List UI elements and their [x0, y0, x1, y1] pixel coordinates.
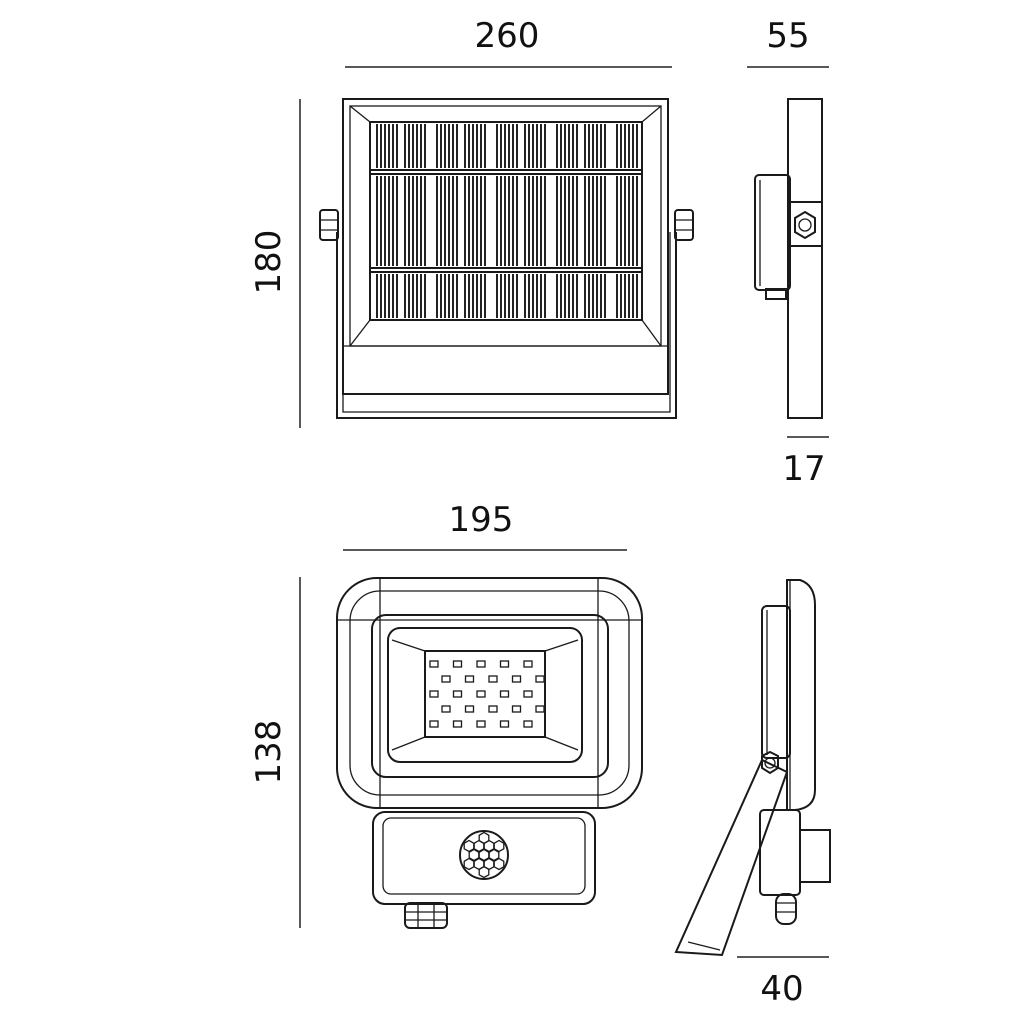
dimension-label: 40	[760, 969, 803, 1009]
sensor-box-side	[759, 809, 801, 896]
floodlight-front-view	[336, 577, 643, 929]
bracket-knob-right	[674, 209, 694, 241]
solar-cell	[524, 274, 548, 318]
sensor-lens-side	[799, 829, 831, 883]
solar-cell	[464, 274, 488, 318]
sensor-cell	[468, 848, 480, 862]
solar-cell	[614, 176, 638, 266]
solar-cell	[524, 124, 548, 168]
sensor-cell	[493, 857, 505, 871]
led-chip	[499, 690, 510, 698]
solar-cell	[494, 274, 518, 318]
cable-gland	[765, 288, 787, 300]
solar-cell	[584, 124, 608, 168]
dimension-label: 138	[249, 720, 289, 785]
dimension-195: 195	[343, 500, 627, 551]
bolt-icon	[794, 210, 816, 240]
floodlight-side-view	[674, 579, 831, 957]
led-chip	[429, 690, 439, 698]
led-chip	[523, 660, 533, 668]
dimension-138: 138	[249, 577, 301, 928]
solar-cell	[494, 176, 518, 266]
sensor-cell	[463, 839, 475, 853]
led-chip	[511, 705, 522, 713]
solar-cell	[434, 274, 458, 318]
led-chip	[499, 660, 510, 668]
solar-cell	[494, 124, 518, 168]
solar-cell	[404, 176, 428, 266]
solar-cell	[524, 176, 548, 266]
led-chip	[476, 720, 486, 728]
housing-side	[786, 579, 816, 811]
pir-sensor-icon	[459, 830, 509, 880]
dimension-17: 17	[782, 436, 829, 489]
led-chip	[476, 690, 486, 698]
bracket-knob-left	[319, 209, 339, 241]
led-chip	[441, 705, 451, 713]
bolt-icon	[761, 750, 779, 775]
led-chip	[523, 720, 533, 728]
led-chip	[429, 660, 439, 668]
led-chip	[441, 675, 451, 683]
solar-panel-side-view	[754, 98, 823, 419]
dimension-55: 55	[747, 16, 829, 68]
mounting-bracket-side	[674, 758, 789, 957]
dimension-40: 40	[737, 956, 829, 1009]
led-chip	[511, 675, 522, 683]
solar-panel-front-view	[319, 98, 694, 419]
led-chip	[452, 690, 463, 698]
solar-cell	[584, 176, 608, 266]
dimension-label: 17	[782, 449, 825, 489]
led-board	[424, 650, 546, 738]
panel-frame	[342, 98, 669, 395]
solar-cell	[404, 124, 428, 168]
led-chip	[452, 660, 463, 668]
cable-gland-side	[775, 893, 797, 925]
mounting-bracket	[336, 232, 677, 419]
dimension-180: 180	[249, 99, 301, 428]
led-chip	[488, 705, 498, 713]
dimension-label: 180	[249, 230, 289, 295]
led-chip	[535, 675, 545, 683]
solar-cell	[554, 274, 578, 318]
floodlight-housing	[336, 577, 643, 809]
led-chip	[499, 720, 510, 728]
motion-sensor-box	[372, 811, 596, 905]
led-chip	[535, 705, 545, 713]
sensor-cell	[493, 839, 505, 853]
solar-cell	[614, 274, 638, 318]
solar-cell	[554, 124, 578, 168]
led-chip	[476, 660, 486, 668]
lens-window	[387, 627, 583, 763]
panel-plate	[787, 98, 823, 419]
sensor-cell	[478, 831, 490, 845]
solar-cell	[464, 124, 488, 168]
solar-cell	[374, 274, 398, 318]
solar-cells	[369, 121, 643, 321]
dimension-label: 195	[449, 500, 514, 540]
cable-gland	[404, 902, 448, 929]
solar-cell	[464, 176, 488, 266]
led-chip	[452, 720, 463, 728]
solar-cell	[554, 176, 578, 266]
solar-cell	[374, 124, 398, 168]
led-chip	[523, 690, 533, 698]
led-chip	[464, 675, 475, 683]
solar-cell	[434, 124, 458, 168]
dimension-label: 55	[766, 16, 809, 56]
solar-cell	[404, 274, 428, 318]
solar-cell	[374, 176, 398, 266]
sensor-cell	[488, 848, 500, 862]
solar-cell	[614, 124, 638, 168]
solar-cell	[434, 176, 458, 266]
dimension-260: 260	[345, 16, 672, 68]
dimension-label: 260	[475, 16, 540, 56]
led-chip	[488, 675, 498, 683]
led-chip	[429, 720, 439, 728]
sensor-cell	[463, 857, 475, 871]
sensor-cell	[478, 865, 490, 879]
solar-cell	[584, 274, 608, 318]
led-chip	[464, 705, 475, 713]
back-plate	[761, 605, 791, 759]
